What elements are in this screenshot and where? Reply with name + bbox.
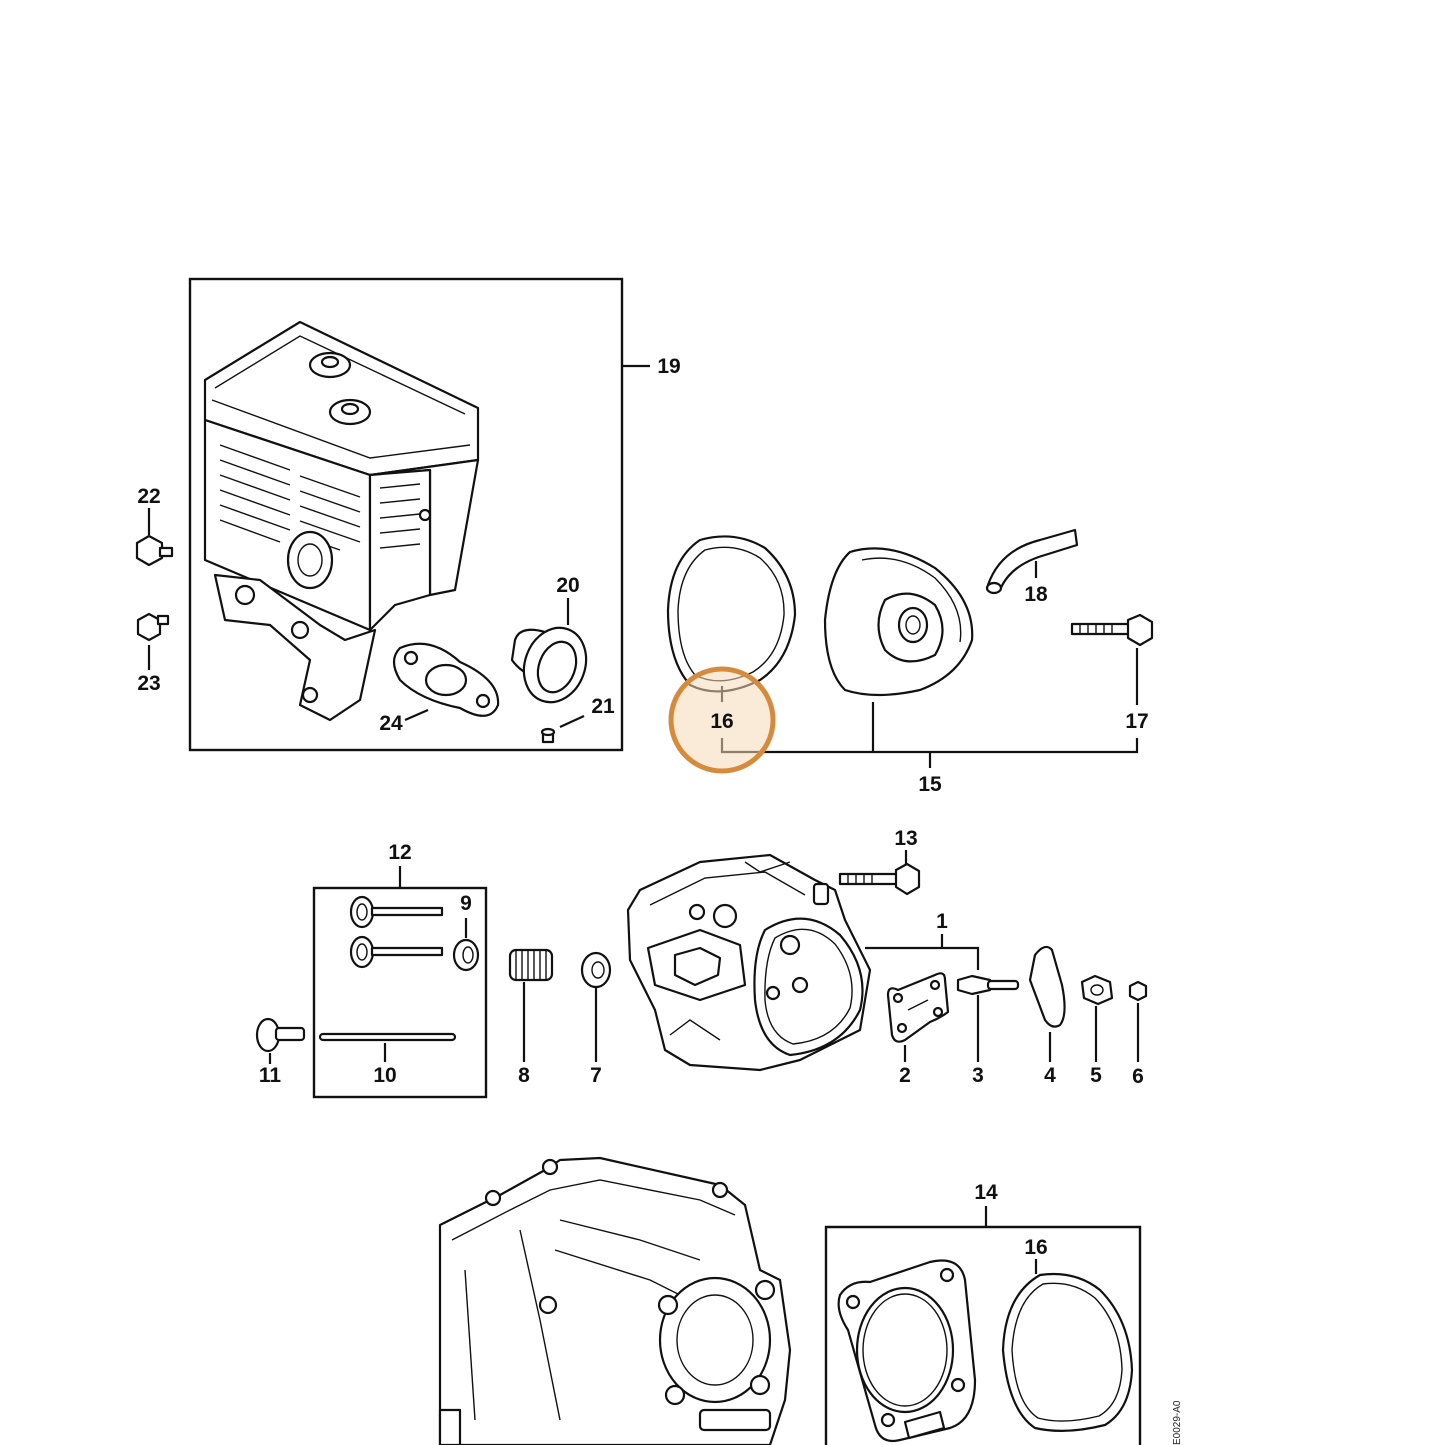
valve-spring-icon[interactable] <box>508 948 554 982</box>
callout-8[interactable]: 8 <box>518 1064 530 1087</box>
valve-icon[interactable] <box>349 895 444 969</box>
highlight-ring <box>668 666 776 774</box>
valve-group <box>312 866 488 1099</box>
head-cover-gasket-icon[interactable] <box>666 535 797 693</box>
callout-23[interactable]: 23 <box>137 672 160 695</box>
callout-22[interactable]: 22 <box>137 485 160 508</box>
callout-16[interactable]: 16 <box>710 710 733 733</box>
callout-4[interactable]: 4 <box>1044 1064 1056 1087</box>
tappet-icon[interactable] <box>255 1017 306 1053</box>
lock-nut-icon[interactable] <box>1128 980 1148 1002</box>
spring-retainer-icon[interactable] <box>580 951 612 989</box>
callout-3[interactable]: 3 <box>972 1064 984 1087</box>
callout-9[interactable]: 9 <box>460 892 472 915</box>
callout-14[interactable]: 14 <box>974 1181 998 1204</box>
head-cover-icon[interactable] <box>823 547 974 697</box>
valve-seal-icon[interactable] <box>452 938 480 972</box>
head-bolt-icon[interactable] <box>838 862 921 896</box>
callout-17[interactable]: 17 <box>1125 710 1148 733</box>
cylinder-head-gasket-icon[interactable] <box>837 1259 977 1443</box>
rocker-stud-icon[interactable] <box>956 974 1020 996</box>
rocker-arm-icon[interactable] <box>1028 945 1066 1028</box>
callout-2[interactable]: 2 <box>899 1064 911 1087</box>
callout-6[interactable]: 6 <box>1132 1065 1144 1088</box>
callout-15[interactable]: 15 <box>918 773 942 796</box>
cover-bolt-icon[interactable] <box>1070 613 1154 647</box>
crankcase-icon[interactable] <box>438 1156 792 1445</box>
pivot-nut-icon[interactable] <box>1080 974 1114 1006</box>
muffler-icon[interactable] <box>203 320 480 722</box>
callout-16-gasket-set[interactable]: 16 <box>1024 1236 1047 1259</box>
callout-21[interactable]: 21 <box>591 695 615 718</box>
callout-18[interactable]: 18 <box>1024 583 1048 606</box>
callout-20[interactable]: 20 <box>556 574 579 597</box>
callout-1[interactable]: 1 <box>936 910 948 933</box>
callout-24[interactable]: 24 <box>379 712 403 735</box>
head-cover-gasket-2-icon[interactable] <box>1001 1272 1134 1432</box>
callout-labels: 19 22 23 20 21 24 18 17 16 15 13 12 1 9 … <box>137 355 1148 1259</box>
cylinder-head-icon[interactable] <box>626 853 872 1072</box>
breather-hose-icon[interactable] <box>986 528 1079 592</box>
callout-10[interactable]: 10 <box>373 1064 396 1087</box>
callout-13[interactable]: 13 <box>894 827 917 850</box>
callout-5[interactable]: 5 <box>1090 1064 1102 1087</box>
head-cover-group <box>666 528 1154 768</box>
guide-plate-icon[interactable] <box>886 972 950 1043</box>
callout-11[interactable]: 11 <box>259 1064 282 1087</box>
drawing-code: E0029-A0 <box>1172 1400 1183 1445</box>
bolt-23-icon[interactable] <box>136 612 170 670</box>
muffler-group <box>188 277 650 752</box>
spark-arrester-icon[interactable] <box>510 619 596 711</box>
muffler-gasket-icon[interactable] <box>392 642 500 717</box>
gasket-set-group <box>824 1206 1142 1445</box>
bolt-22-icon[interactable] <box>135 508 174 567</box>
callout-19[interactable]: 19 <box>657 355 680 378</box>
push-rod-icon[interactable] <box>318 1032 457 1042</box>
callout-12[interactable]: 12 <box>388 841 411 864</box>
screw-icon[interactable] <box>540 727 556 744</box>
callout-7[interactable]: 7 <box>590 1064 602 1087</box>
